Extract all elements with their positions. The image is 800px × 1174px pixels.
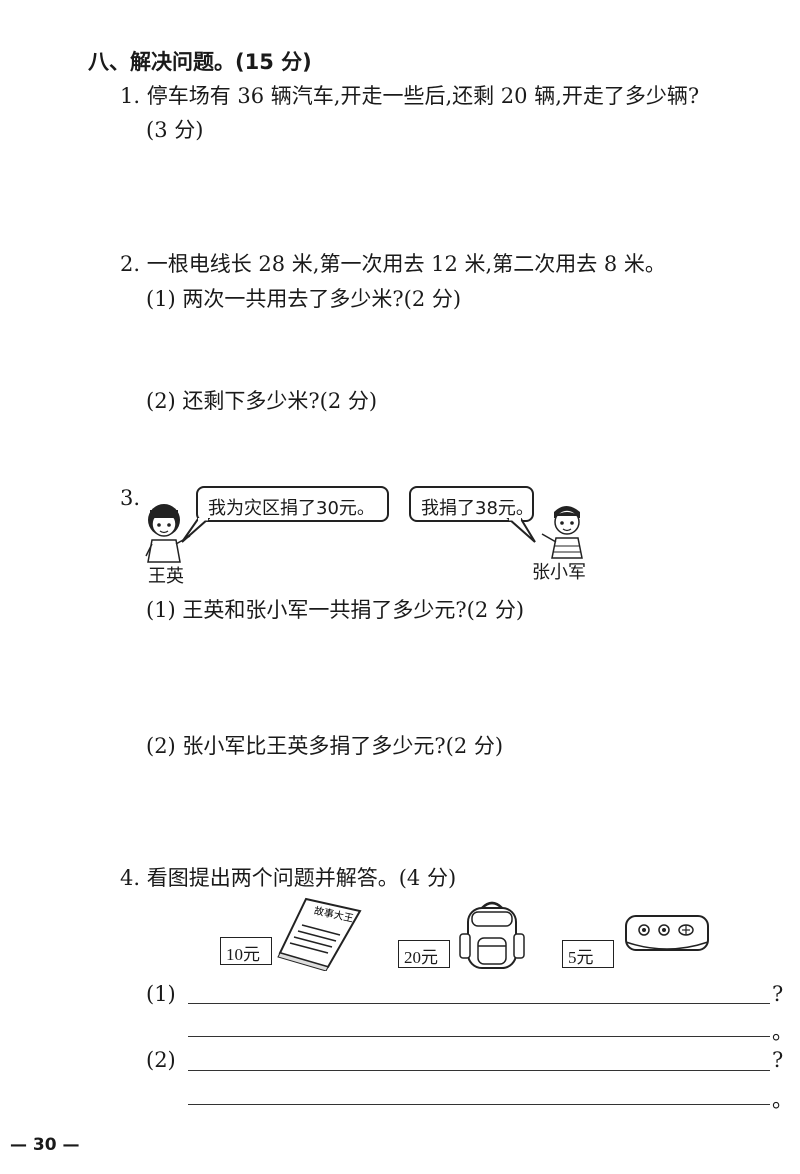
pencil-case-icon <box>625 915 709 951</box>
question-4-text: 4. 看图提出两个问题并解答。(4 分) <box>120 866 457 890</box>
answer-2-line-2 <box>188 1104 770 1105</box>
price-tag-backpack-text: 20元 <box>404 948 438 967</box>
speech-bubble-right-tail <box>506 518 536 543</box>
answer-2-period-mark: 。 <box>772 1088 793 1112</box>
answer-1-question-mark: ? <box>772 982 784 1006</box>
question-2-sub-2: (2) 还剩下多少米?(2 分) <box>146 389 378 413</box>
question-3-number: 3. <box>120 486 141 510</box>
section-title: 八、解决问题。(15 分) <box>88 50 312 74</box>
price-tag-book-text: 10元 <box>226 945 260 964</box>
speech-bubble-left: 我为灾区捐了30元。 <box>196 486 389 522</box>
price-tag-backpack: 20元 <box>398 940 450 968</box>
backpack-icon <box>459 901 525 969</box>
answer-1-line-1 <box>188 1003 770 1004</box>
speech-bubble-right-text: 我捐了38元。 <box>421 498 534 519</box>
name-left: 王英 <box>148 566 184 587</box>
page-number: — 30 — <box>10 1135 80 1155</box>
question-3-sub-1: (1) 王英和张小军一共捐了多少元?(2 分) <box>146 598 525 622</box>
speech-bubble-left-text: 我为灾区捐了30元。 <box>208 498 375 519</box>
boy-illustration-icon <box>541 506 583 559</box>
answer-2-question-mark: ? <box>772 1048 784 1072</box>
answer-2-line-1 <box>188 1070 770 1071</box>
question-2-sub-1: (1) 两次一共用去了多少米?(2 分) <box>146 287 462 311</box>
speech-bubble-right: 我捐了38元。 <box>409 486 534 522</box>
question-2-text: 2. 一根电线长 28 米,第一次用去 12 米,第二次用去 8 米。 <box>120 252 666 276</box>
question-1-score: (3 分) <box>146 118 204 142</box>
book-icon: 故事大王 <box>277 897 362 971</box>
name-right: 张小军 <box>532 562 586 583</box>
answer-2-label: (2) <box>146 1048 176 1072</box>
answer-1-line-2 <box>188 1036 770 1037</box>
answer-1-period-mark: 。 <box>772 1020 793 1044</box>
question-3-sub-2: (2) 张小军比王英多捐了多少元?(2 分) <box>146 734 504 758</box>
girl-illustration-icon <box>145 504 191 563</box>
answer-1-label: (1) <box>146 982 176 1006</box>
question-1-text: 1. 停车场有 36 辆汽车,开走一些后,还剩 20 辆,开走了多少辆? <box>120 84 700 108</box>
price-tag-pencil-case-text: 5元 <box>568 948 594 967</box>
price-tag-book: 10元 <box>220 937 272 965</box>
price-tag-pencil-case: 5元 <box>562 940 614 968</box>
